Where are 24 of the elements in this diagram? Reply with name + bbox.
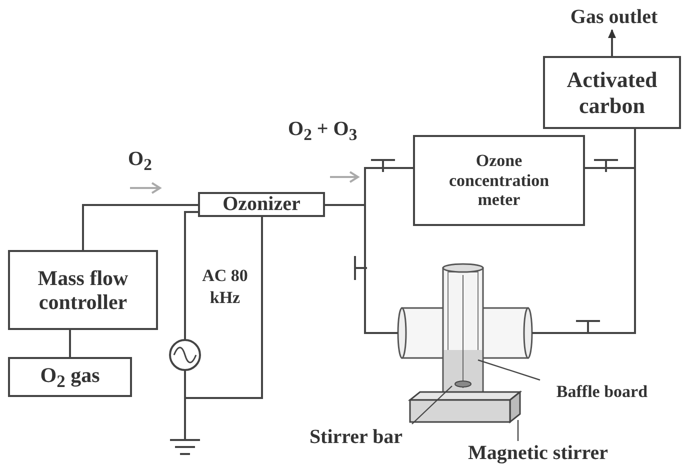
controller-box: Mass flow controller (8, 250, 158, 330)
part-label: Stirrer bar (300, 424, 412, 450)
gas-label: O$_{2}$ + O$_{3}$ (288, 118, 358, 145)
stirrer-base (408, 390, 522, 424)
leader-line (517, 419, 519, 441)
ozonizer-box: Ozonizer (198, 192, 325, 217)
connector-line (184, 211, 198, 340)
filter-box: Activated carbon (543, 56, 681, 129)
gas-label: O$_{2}$ (128, 148, 152, 175)
gas-cylinder-box: O$_{2}$ gas (8, 357, 132, 397)
ground-symbol (169, 439, 201, 455)
part-label: Baffle board (540, 380, 664, 404)
connector-line (532, 129, 636, 334)
outlet-label: Gas outlet (555, 4, 673, 30)
leader-line (477, 359, 540, 381)
reactor-drawing (397, 263, 533, 394)
arrow (608, 29, 616, 56)
part-label: Magnetic stirrer (455, 441, 621, 466)
ac-source-symbol (169, 339, 201, 371)
connector-line (69, 330, 71, 357)
connector-line (325, 204, 398, 334)
meter-box: Ozone concentration meter (413, 135, 585, 226)
connector-line (82, 204, 198, 250)
connector-line (184, 217, 263, 440)
